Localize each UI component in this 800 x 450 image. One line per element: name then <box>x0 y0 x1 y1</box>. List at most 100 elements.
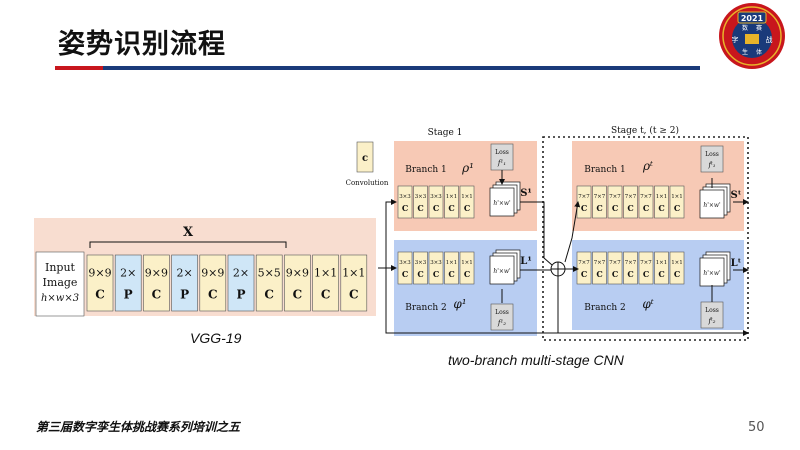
staget-b2-loss-label: Loss <box>705 307 719 314</box>
vgg-layer-type-2: C <box>152 288 162 302</box>
vgg-layer-size-6: 5×5 <box>258 266 281 279</box>
vgg-layer-size-3: 2× <box>176 266 192 279</box>
staget-b2-layer-type-5: C <box>658 269 664 279</box>
staget-b1-layer-size-2: 7×7 <box>609 194 621 200</box>
stage1-b2-layer-1 <box>413 251 428 285</box>
staget-b2-output-label: Lᵗ <box>731 258 742 269</box>
stage1-b2-layer-3 <box>444 251 459 285</box>
network-layers <box>35 141 731 331</box>
stage1-b2-loss-fn: f¹₂ <box>497 319 506 327</box>
vgg-layer-type-5: P <box>236 288 245 302</box>
stage1-b2-layer-type-0: C <box>402 269 408 279</box>
vgg-layer-0 <box>86 254 114 312</box>
competition-logo-icon: 2021 字 战 数 赛 生 体 <box>719 3 785 69</box>
vgg-layer-type-0: C <box>95 288 105 302</box>
staget-b2-layer-type-1: C <box>596 269 602 279</box>
stage1-b1-layer-size-0: 3×3 <box>399 194 411 200</box>
connection-lines <box>378 170 749 336</box>
stage1-b2-layer-type-1: C <box>417 269 423 279</box>
vgg-layer-size-8: 1×1 <box>314 266 337 279</box>
vgg-x-brace <box>89 241 287 248</box>
stage1-b2-layer-size-2: 3×3 <box>430 260 442 266</box>
stage1-b1-loss-fn: f¹₁ <box>497 159 506 167</box>
stage1-b2-layer-size-3: 1×1 <box>446 260 458 266</box>
staget-b1-loss-fn: fᵗ₁ <box>707 161 715 169</box>
stage1-b1-map-label: h'×w' <box>493 200 511 207</box>
stage1-b2-loss-label: Loss <box>495 309 509 316</box>
staget-b1-layer-size-1: 7×7 <box>594 194 606 200</box>
stage1-b2-loss-box <box>490 303 514 331</box>
staget-b1-layer-size-4: 7×7 <box>640 194 652 200</box>
vgg-layer-type-1: P <box>124 288 133 302</box>
staget-b1-layer-type-3: C <box>627 203 633 213</box>
vgg-layer-4 <box>199 254 227 312</box>
staget-b2-layer-size-3: 7×7 <box>625 260 637 266</box>
staget-b2-layer-3 <box>623 251 638 285</box>
staget-b1-layer-type-6: C <box>674 203 680 213</box>
stage1-b2-layer-2 <box>428 251 444 285</box>
vgg-layer-size-2: 9×9 <box>145 266 168 279</box>
stage1-b1-layer-4 <box>459 185 475 219</box>
stage1-b2-layer-size-4: 1×1 <box>461 260 473 266</box>
staget-b2-map-label: h'×w' <box>703 270 721 277</box>
stage1-b1-loss-label: Loss <box>495 149 509 156</box>
staget-b2-layer-6 <box>669 251 685 285</box>
staget-b2-layer-type-0: C <box>581 269 587 279</box>
stage1-b2-layer-4 <box>459 251 475 285</box>
staget-b2-layer-size-0: 7×7 <box>578 260 590 266</box>
vgg-layer-type-4: C <box>208 288 218 302</box>
svg-text:体: 体 <box>756 48 762 56</box>
vgg-layer-type-9: C <box>349 288 359 302</box>
staget-b1-layer-2 <box>607 185 623 219</box>
stage1-branch2-symbol: φ¹ <box>453 297 466 311</box>
stage1-branch1-symbol: ρ¹ <box>461 161 474 175</box>
staget-b2-layer-size-5: 1×1 <box>656 260 668 266</box>
vgg-layer-1 <box>114 254 142 312</box>
staget-b1-layer-size-3: 7×7 <box>625 194 637 200</box>
stage1-b2-feature-map-0 <box>489 255 515 285</box>
staget-branch2-symbol: φᵗ <box>642 297 653 311</box>
stage1-b1-feature-map-0 <box>489 187 515 217</box>
stage1-b2-layer-size-0: 3×3 <box>399 260 411 266</box>
svg-text:2021: 2021 <box>741 14 764 23</box>
staget-b1-map-label: h'×w' <box>703 202 721 209</box>
staget-b1-layer-type-5: C <box>658 203 664 213</box>
vgg-input-label-0: Input <box>45 261 76 274</box>
vgg-layer-2 <box>143 254 170 312</box>
svg-text:数: 数 <box>742 24 748 32</box>
stage1-b1-layer-size-2: 3×3 <box>430 194 442 200</box>
vgg-layer-6 <box>255 254 283 312</box>
staget-b2-layer-size-1: 7×7 <box>594 260 606 266</box>
diagram-labels: InputImageh×w×3X9×9C2×P9×9C2×P9×9C2×P5×5… <box>41 125 742 327</box>
slide-title: 姿势识别流程 <box>58 29 226 60</box>
title-underline-blue <box>103 66 700 70</box>
staget-b2-loss-fn: fᵗ₂ <box>707 317 715 325</box>
staget-b2-layer-type-6: C <box>674 269 680 279</box>
vgg-layer-type-3: P <box>180 288 189 302</box>
vgg-layer-size-4: 9×9 <box>201 266 224 279</box>
svg-text:战: 战 <box>766 35 773 44</box>
staget-b2-layer-size-4: 7×7 <box>640 260 652 266</box>
stage1-b1-layer-type-4: C <box>464 203 470 213</box>
staget-label: Stage t, (t ≥ 2) <box>611 125 679 136</box>
stage1-b2-layer-type-4: C <box>464 269 470 279</box>
legend-label: Convolution <box>346 179 389 187</box>
staget-b1-layer-size-6: 1×1 <box>671 194 683 200</box>
stage1-b1-layer-size-1: 3×3 <box>415 194 427 200</box>
staget-dotted-frame <box>542 136 749 341</box>
staget-b2-layer-2 <box>607 251 623 285</box>
vgg-layer-type-8: C <box>321 288 331 302</box>
stage1-b2-layer-type-2: C <box>433 269 439 279</box>
stage1-b1-layer-2 <box>428 185 444 219</box>
caption-vgg: VGG-19 <box>190 330 242 346</box>
vgg-layer-5 <box>227 254 255 312</box>
staget-b1-feature-map-0 <box>699 189 725 219</box>
staget-b2-layer-type-2: C <box>612 269 618 279</box>
stage1-branch1-label: Branch 1 <box>405 165 447 175</box>
staget-b1-layer-4 <box>638 185 654 219</box>
svg-text:生: 生 <box>742 48 748 56</box>
title-underline-red <box>55 66 103 70</box>
stage1-b2-layer-type-3: C <box>448 269 454 279</box>
stage1-b1-layer-3 <box>444 185 459 219</box>
